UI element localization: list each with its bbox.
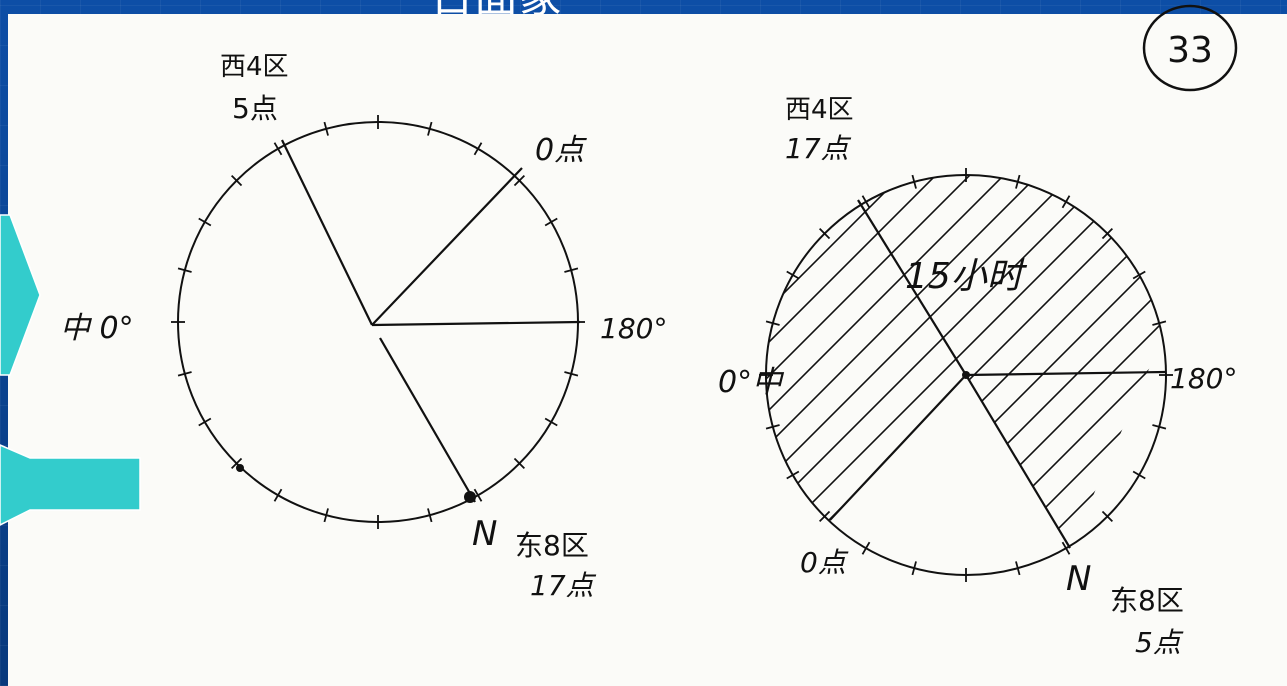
- tick-mark: [765, 424, 780, 430]
- left-line-top: [281, 139, 373, 326]
- prev-arrow-icon[interactable]: [0, 444, 141, 526]
- left-zhong-label: 中 0°: [60, 311, 134, 346]
- page-number-badge: 33: [1142, 4, 1238, 92]
- tick-mark: [198, 217, 212, 227]
- tick-mark: [564, 371, 579, 377]
- left-line-n: [379, 337, 476, 503]
- tick-mark: [861, 195, 871, 209]
- tick-mark: [818, 227, 831, 240]
- right-line-n: [965, 374, 1071, 549]
- tick-mark: [786, 270, 800, 280]
- right-hatch-shading: [766, 175, 1166, 575]
- right-bottom-label-2: 5点: [1135, 626, 1184, 659]
- right-zhong-label: 0°中: [718, 365, 785, 400]
- tick-mark: [513, 457, 526, 470]
- tick-mark: [473, 488, 483, 502]
- left-line-0dian: [371, 167, 523, 326]
- slide-title: 日面象: [430, 0, 830, 18]
- right-line-180: [965, 370, 1166, 377]
- left-line-180: [371, 320, 581, 327]
- left-diagram: 西4区 5点 0点 中 0° 180° N 东8区 17点: [60, 52, 667, 602]
- tick-mark: [1015, 174, 1021, 189]
- left-dot: [236, 464, 244, 472]
- left-0dian-label: 0点: [535, 133, 587, 168]
- left-top-label-2: 5点: [232, 92, 278, 125]
- tick-mark: [198, 417, 212, 427]
- tick-mark: [1061, 195, 1071, 209]
- right-diagram: 西4区 17点 15小时 0°中 180° 0点 N 东8区 5点: [718, 95, 1237, 659]
- right-line-0dian: [829, 374, 967, 521]
- right-center-dot: [962, 371, 970, 379]
- hatch-line: [1019, 175, 1166, 575]
- hatch-line: [766, 175, 997, 575]
- tick-mark: [861, 541, 871, 555]
- tick-mark: [544, 417, 558, 427]
- tick-mark: [911, 561, 917, 576]
- tick-mark: [1132, 270, 1146, 280]
- left-ticks: [171, 115, 585, 529]
- left-n-letter: N: [472, 514, 497, 554]
- next-arrow-icon[interactable]: [0, 214, 41, 376]
- right-n-letter: N: [1066, 559, 1091, 599]
- tick-mark: [564, 267, 579, 273]
- right-bottom-label-1: 东8区: [1110, 584, 1184, 617]
- right-shaded-label: 15小时: [905, 256, 1028, 297]
- tick-mark: [230, 174, 243, 187]
- left-bottom-label-2: 17点: [530, 569, 597, 602]
- hatch-line: [766, 175, 929, 575]
- tick-mark: [1061, 541, 1071, 555]
- tick-mark: [818, 510, 831, 523]
- right-line-top: [857, 199, 967, 376]
- tick-mark: [765, 320, 780, 326]
- tick-mark: [911, 174, 917, 189]
- right-180-label: 180°: [1170, 362, 1237, 395]
- hatch-line: [766, 175, 963, 575]
- left-n-dot: [464, 491, 476, 503]
- paper-scan: [8, 14, 1287, 686]
- right-top-label-2: 17点: [785, 132, 852, 165]
- tick-mark: [427, 121, 433, 136]
- right-ticks: [759, 168, 1173, 582]
- left-bottom-label-1: 东8区: [515, 529, 589, 562]
- tick-mark: [1101, 510, 1114, 523]
- hatch-line: [766, 175, 1099, 575]
- tick-mark: [177, 267, 192, 273]
- tick-mark: [230, 457, 243, 470]
- tick-mark: [273, 142, 283, 156]
- tick-mark: [177, 371, 192, 377]
- hatch-line: [766, 175, 1133, 575]
- tick-mark: [1152, 424, 1167, 430]
- tick-mark: [513, 174, 526, 187]
- tick-mark: [1015, 561, 1021, 576]
- tick-mark: [544, 217, 558, 227]
- tick-mark: [1152, 320, 1167, 326]
- tick-mark: [473, 142, 483, 156]
- tick-mark: [1101, 227, 1114, 240]
- tick-mark: [427, 508, 433, 523]
- left-180-label: 180°: [600, 312, 667, 345]
- tick-mark: [273, 488, 283, 502]
- right-top-label-1: 西4区: [785, 95, 854, 125]
- tick-mark: [323, 121, 329, 136]
- hatch-line: [766, 175, 1065, 575]
- left-top-label-1: 西4区: [220, 52, 289, 82]
- tick-mark: [1132, 470, 1146, 480]
- page-number: 33: [1167, 30, 1213, 71]
- tick-mark: [323, 508, 329, 523]
- right-0dian-label: 0点: [800, 546, 849, 579]
- tick-mark: [786, 470, 800, 480]
